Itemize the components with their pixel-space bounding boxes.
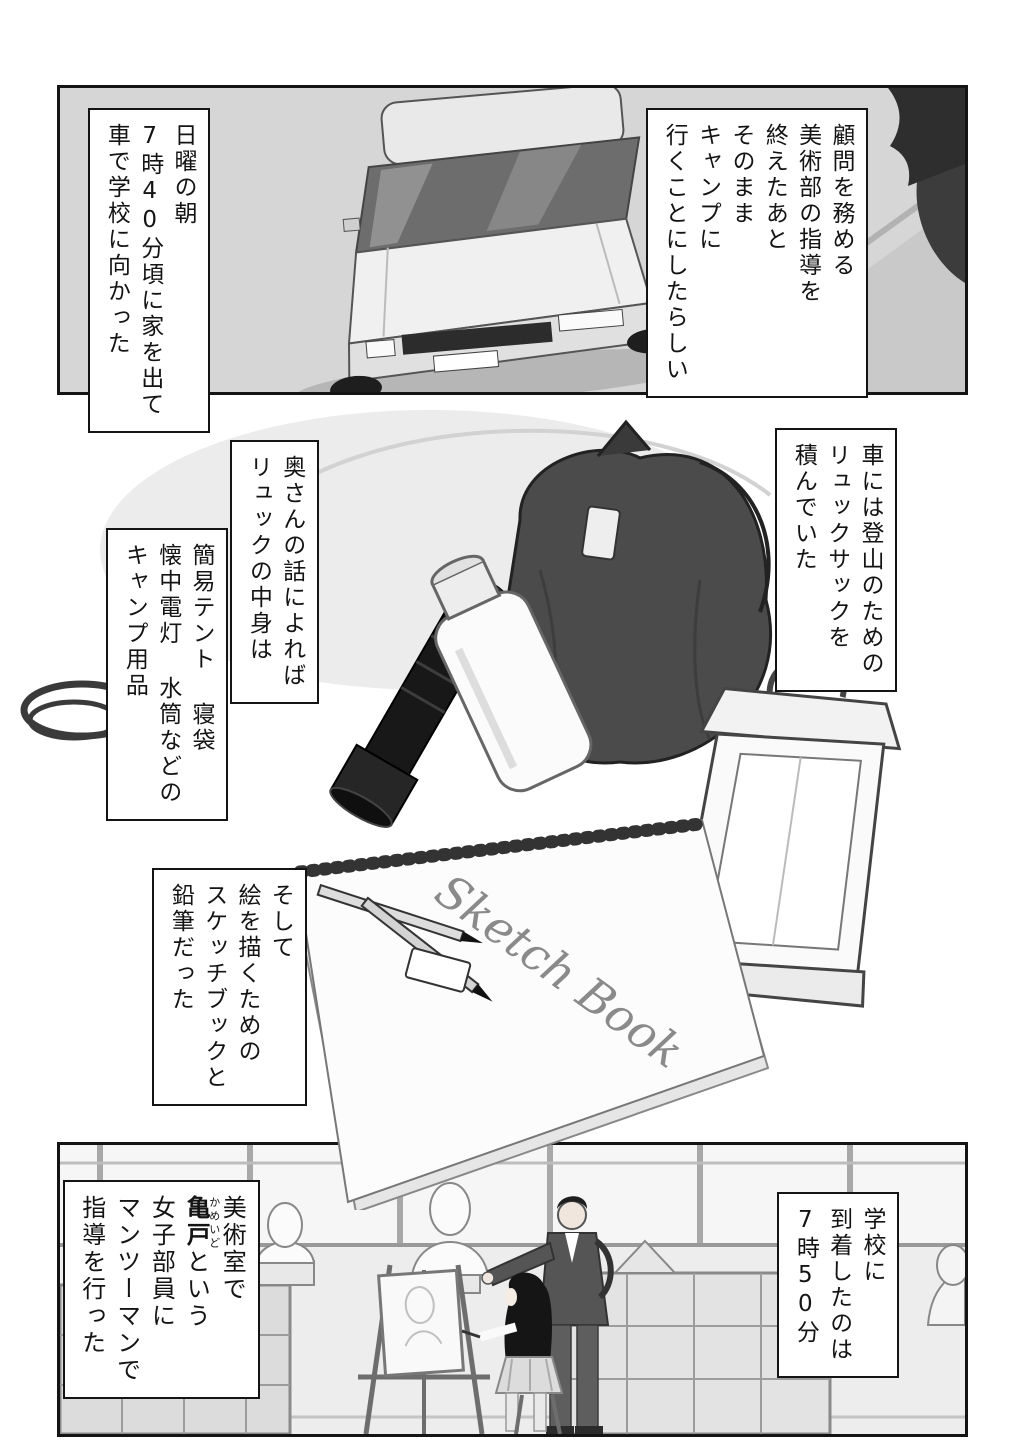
pencil — [360, 896, 493, 1002]
pencil — [316, 883, 483, 944]
student-name-ruby: 亀戸かめいど — [182, 1195, 221, 1249]
grille — [401, 321, 553, 355]
caption-line: という — [182, 1249, 211, 1330]
caption-line: 女子部員に — [147, 1195, 176, 1330]
side-mirror — [342, 217, 361, 232]
furigana: かめいど — [207, 1195, 221, 1249]
caption-sunday-morning: 日曜の朝 7時40分頃に家を出て 車で学校に向かった — [88, 108, 211, 433]
car — [295, 88, 724, 392]
caption-art-room-lesson: 美術室で亀戸かめいどという女子部員にマンツーマンで指導を行った — [63, 1180, 261, 1399]
bag-tag — [581, 505, 621, 561]
easel — [358, 1264, 490, 1434]
sketchbook-title: Sketch Book — [426, 863, 694, 1078]
lantern — [661, 656, 902, 1008]
caption-arrival-time: 学校に 到着したのは 7時50分 — [776, 1192, 899, 1378]
student-figure — [461, 1272, 564, 1434]
pyramid-model — [612, 1239, 678, 1274]
stool-leg — [514, 1394, 524, 1434]
flashlight — [329, 574, 511, 828]
caption-line: マンツーマンで — [112, 1195, 141, 1384]
wheel — [330, 375, 382, 392]
car-illustration — [60, 88, 965, 392]
license-plate — [432, 350, 500, 373]
water-bottle — [430, 554, 593, 793]
headlight — [557, 308, 625, 332]
caption-advisor: 顧問を務める 美術部の指導を 終えたあと そのまま キャンプに 行くことにしたら… — [645, 108, 868, 398]
rucksack — [500, 419, 773, 765]
lantern-glass — [705, 752, 863, 951]
caption-wife-account: 奥さんの話によれば リュックの中身は — [230, 440, 319, 704]
student-name: 亀戸 — [182, 1195, 211, 1249]
stool-leg — [550, 1394, 562, 1434]
plaster-bust — [926, 1244, 965, 1326]
plaster-bust — [254, 1202, 316, 1286]
headlight — [365, 338, 396, 359]
caption-line: 美術室で — [218, 1195, 247, 1303]
spiral-binding — [293, 817, 707, 879]
eraser — [404, 947, 472, 993]
caption-line: 指導を行った — [77, 1195, 106, 1357]
caption-camp-contents: 簡易テント 寝袋 懐中電灯 水筒などの キャンプ用品 — [106, 528, 229, 821]
lantern-base — [661, 957, 866, 1008]
caption-rucksack: 車には登山のための リュックサックを 積んでいた — [774, 428, 897, 692]
caption-sketchbook-pencil: そして 絵を描くための スケッチブックと 鉛筆だった — [152, 868, 308, 1106]
